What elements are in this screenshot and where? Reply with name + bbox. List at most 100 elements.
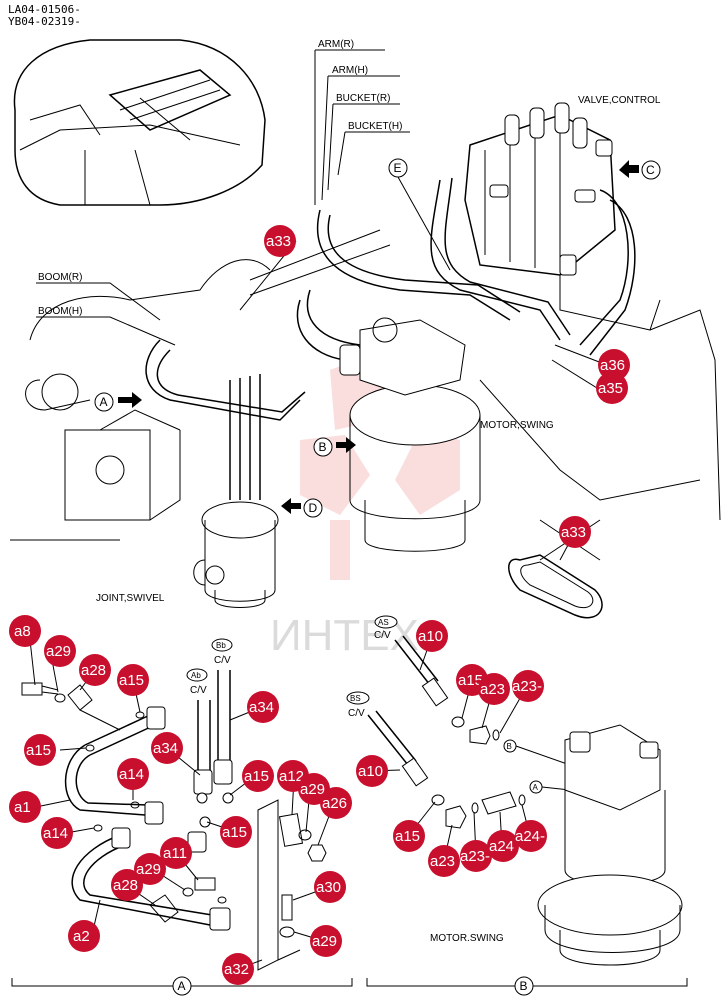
- callout-a10-1[interactable]: a10: [416, 620, 448, 652]
- callout-a29-3[interactable]: a29: [134, 853, 166, 885]
- swing-motor-top: MOTOR,SWING: [339, 317, 554, 552]
- callout-a23-3[interactable]: a23: [428, 845, 460, 877]
- svg-text:Ab: Ab: [191, 671, 201, 680]
- section-a-letter: A: [178, 979, 186, 993]
- svg-text:a29: a29: [312, 933, 337, 950]
- callout-a14-1[interactable]: a14: [117, 758, 149, 790]
- svg-text:a29: a29: [300, 781, 325, 798]
- callout-a29-4[interactable]: a29: [310, 925, 342, 957]
- svg-text:D: D: [309, 501, 318, 515]
- label-cv-bb: C/V: [214, 655, 231, 666]
- svg-text:a28: a28: [113, 877, 138, 894]
- section-b-letter: B: [520, 979, 528, 993]
- svg-text:a10: a10: [358, 763, 383, 780]
- svg-text:a35: a35: [598, 380, 623, 397]
- section-b-parts: AS C/V BS C/V B A MOTOR.SWING: [346, 615, 683, 966]
- svg-text:a28: a28: [81, 662, 106, 679]
- svg-text:a8: a8: [14, 623, 31, 640]
- svg-text:a15: a15: [26, 742, 51, 759]
- callout-a26[interactable]: a26: [320, 787, 352, 819]
- callout-a15-1[interactable]: a15: [117, 664, 149, 696]
- svg-text:a15: a15: [222, 824, 247, 841]
- callout-a28-2[interactable]: a28: [111, 869, 143, 901]
- frame-outline: [10, 259, 721, 561]
- callout-a34-2[interactable]: a34: [151, 732, 183, 764]
- label-valve-control: VALVE,CONTROL: [578, 95, 661, 106]
- callout-a14-2[interactable]: a14: [41, 817, 73, 849]
- callout-a15-2[interactable]: a15: [24, 734, 56, 766]
- section-brackets: A B: [11, 976, 688, 996]
- callout-a33-top[interactable]: a33: [264, 225, 296, 257]
- callouts: a33 a36 a35 a33 a8 a29 a28 a15 a34 a15 a…: [9, 225, 630, 985]
- svg-text:a23-: a23-: [512, 678, 542, 695]
- svg-text:AS: AS: [378, 618, 389, 627]
- svg-text:Bb: Bb: [216, 641, 226, 650]
- code-line-1: LA04-01506-: [8, 3, 81, 16]
- callout-a24-2[interactable]: a24-: [515, 820, 547, 852]
- callout-a15-4[interactable]: a15: [220, 816, 252, 848]
- callout-a29-1[interactable]: a29: [44, 635, 76, 667]
- svg-text:a32: a32: [224, 961, 249, 978]
- callout-a15-3[interactable]: a15: [242, 760, 274, 792]
- svg-text:a36: a36: [600, 357, 625, 374]
- callout-a15-6[interactable]: a15: [393, 820, 425, 852]
- hose-labels-top: ARM(R) ARM(H) BUCKET(R) BUCKET(H) VALVE,…: [314, 39, 661, 205]
- svg-text:B: B: [507, 742, 512, 751]
- svg-text:a15: a15: [119, 672, 144, 689]
- svg-text:a33: a33: [561, 524, 586, 541]
- callout-a23-2[interactable]: a23-: [512, 670, 544, 702]
- svg-text:a30: a30: [316, 879, 341, 896]
- label-boom-h: BOOM(H): [38, 306, 82, 317]
- svg-text:a29: a29: [46, 643, 71, 660]
- control-valve: [464, 102, 661, 331]
- callout-a34-1[interactable]: a34: [247, 691, 279, 723]
- svg-text:a11: a11: [163, 845, 187, 862]
- svg-text:A: A: [100, 395, 108, 409]
- callout-a32[interactable]: a32: [222, 953, 254, 985]
- callout-a33-mid[interactable]: a33: [559, 516, 591, 548]
- label-arm-h: ARM(H): [332, 65, 368, 76]
- watermark-text: ИНТЕХ: [270, 611, 419, 660]
- swivel-joint: JOINT,SWIVEL: [96, 501, 279, 608]
- svg-text:a23: a23: [480, 681, 505, 698]
- callout-a36[interactable]: a36: [598, 349, 630, 381]
- svg-text:C: C: [646, 163, 655, 177]
- svg-text:a2: a2: [73, 928, 90, 945]
- section-a-parts: [21, 670, 327, 971]
- callout-a24-1[interactable]: a24: [487, 830, 519, 862]
- svg-text:a14: a14: [43, 825, 68, 842]
- label-motor-swing-top: MOTOR,SWING: [480, 420, 554, 431]
- svg-text:BS: BS: [350, 694, 361, 703]
- callout-a8[interactable]: a8: [9, 615, 41, 647]
- label-motor-swing-bottom: MOTOR.SWING: [430, 933, 504, 944]
- callout-a1[interactable]: a1: [9, 791, 41, 823]
- label-boom-r: BOOM(R): [38, 272, 82, 283]
- label-arm-r: ARM(R): [318, 39, 354, 50]
- svg-text:a33: a33: [266, 233, 291, 250]
- label-cv-ab: C/V: [190, 685, 207, 696]
- callout-a10-2[interactable]: a10: [356, 755, 388, 787]
- svg-text:A: A: [533, 783, 539, 792]
- svg-text:a24: a24: [489, 838, 514, 855]
- svg-text:a1: a1: [14, 799, 31, 816]
- svg-text:a34: a34: [249, 699, 274, 716]
- callout-a2[interactable]: a2: [68, 920, 100, 952]
- svg-text:a24-: a24-: [515, 828, 545, 845]
- svg-text:a12: a12: [279, 768, 304, 785]
- o-ring-a33: [508, 554, 603, 619]
- callout-a11[interactable]: a11: [160, 837, 192, 869]
- boom-labels: BOOM(R) BOOM(H): [36, 272, 176, 346]
- label-joint-swivel: JOINT,SWIVEL: [96, 593, 165, 604]
- svg-text:a23-: a23-: [460, 848, 490, 865]
- svg-text:a15: a15: [458, 672, 483, 689]
- callout-a23-4[interactable]: a23-: [460, 840, 492, 872]
- callout-a30[interactable]: a30: [314, 871, 346, 903]
- callout-a35[interactable]: a35: [596, 372, 628, 404]
- callout-a28-1[interactable]: a28: [79, 654, 111, 686]
- view-arrows: A B C D E: [94, 158, 661, 518]
- svg-text:a15: a15: [244, 768, 269, 785]
- callout-a23-1[interactable]: a23: [478, 673, 510, 705]
- label-cv-bs: C/V: [348, 708, 365, 719]
- label-bucket-r: BUCKET(R): [336, 93, 390, 104]
- svg-text:a29: a29: [136, 861, 161, 878]
